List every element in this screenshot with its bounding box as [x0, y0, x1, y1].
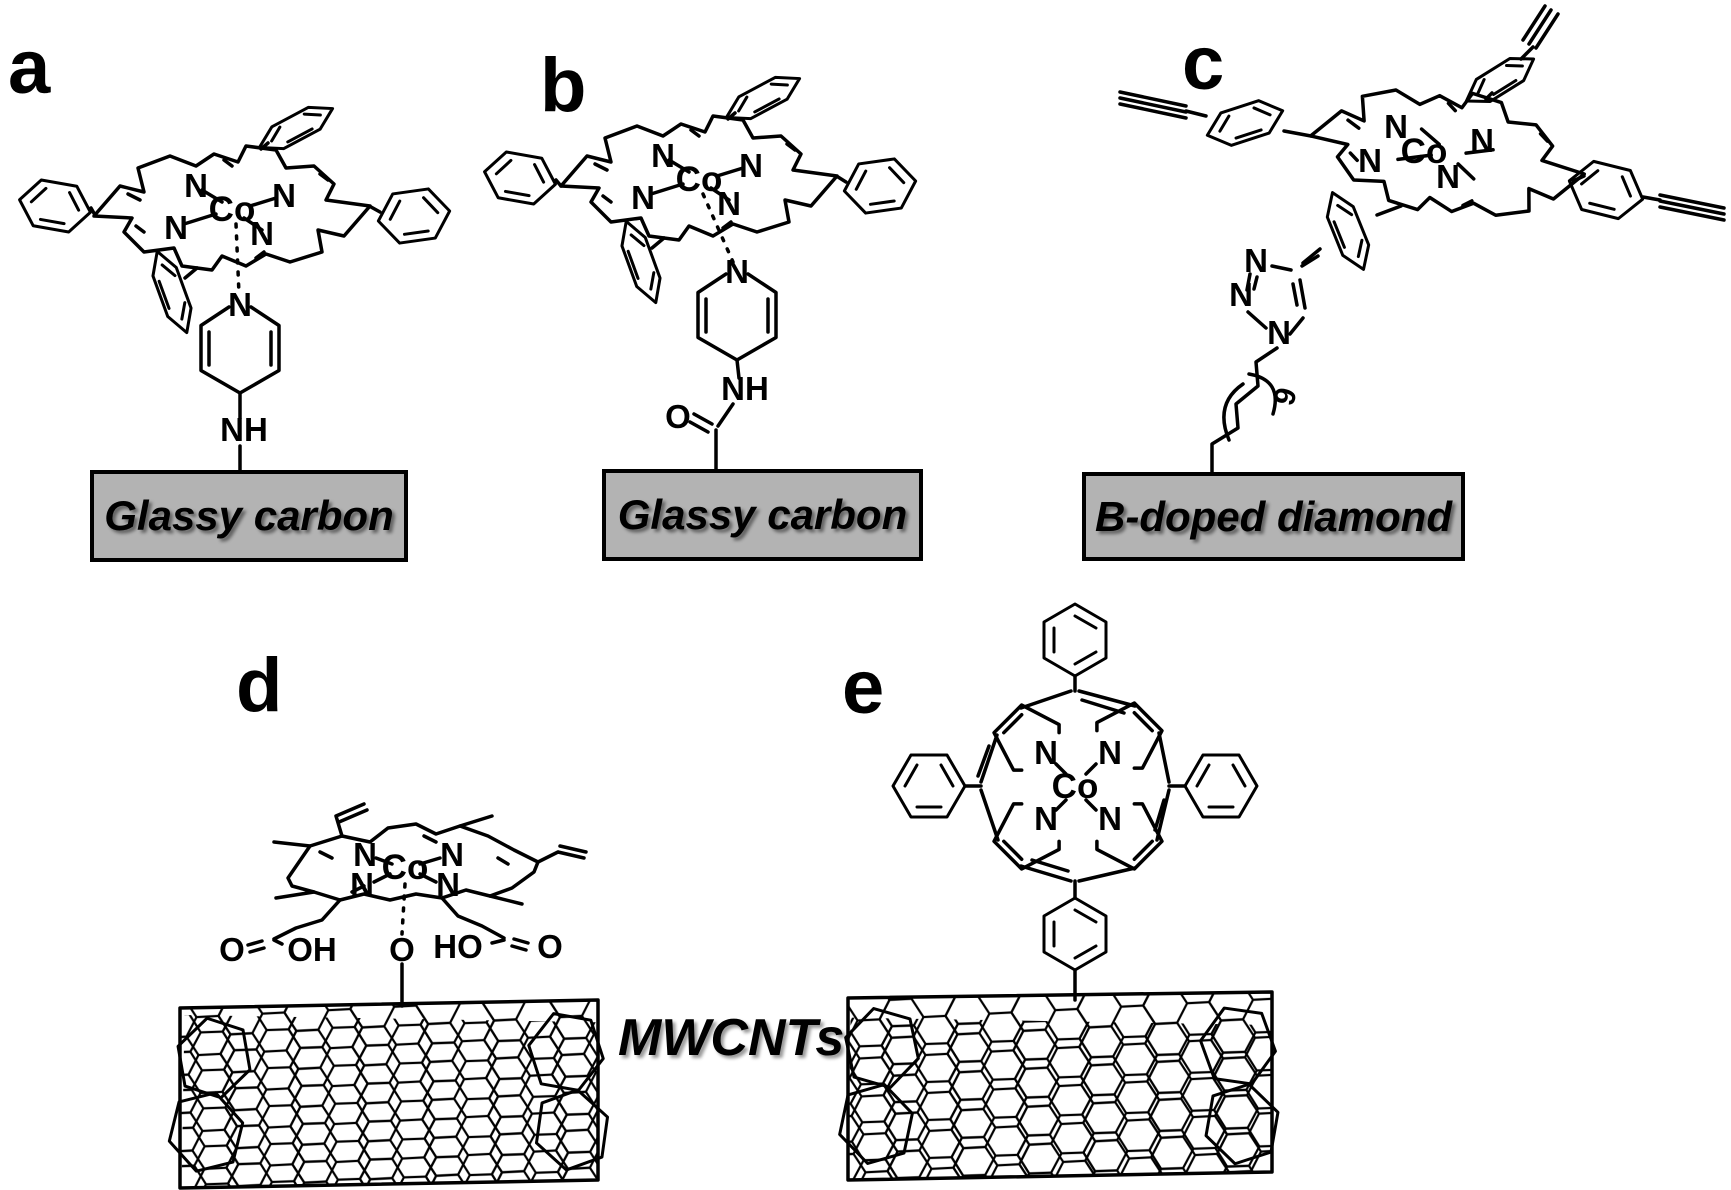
n-label: N	[436, 866, 460, 903]
electrode-box-glassy-carbon-a: Glassy carbon	[90, 470, 408, 562]
panel-e-structure	[828, 602, 1291, 1182]
panel-a-label: a	[8, 25, 51, 110]
panel-d-atoms: N N N N Co O OH HO O O	[219, 836, 563, 968]
chain-repeat-count: 9	[1268, 384, 1304, 409]
phenyl-ring	[1183, 753, 1259, 819]
triazole-n-label: N	[1267, 314, 1291, 351]
carboxyl-oh-label: OH	[287, 931, 337, 968]
phenyl-ring	[252, 96, 340, 160]
nanotube-d	[158, 998, 622, 1190]
n-label: N	[350, 866, 374, 903]
cobalt-label: Co	[676, 160, 723, 199]
carbonyl-o-label: O	[665, 398, 691, 435]
panel-d-structure	[158, 802, 622, 1190]
panel-a-structure	[14, 96, 455, 474]
n-label: N	[1384, 108, 1408, 145]
n-label: N	[1436, 158, 1460, 195]
triple-bond	[1658, 193, 1726, 222]
n-label: N	[1034, 734, 1058, 771]
mwcnt-label: MWCNTs	[618, 1009, 845, 1067]
alkyl-chain	[1210, 346, 1279, 476]
cobalt-label: Co	[382, 848, 429, 887]
n-label: N	[717, 185, 741, 222]
electrode-label: B-doped diamond	[1095, 492, 1452, 540]
electrode-label: Glassy carbon	[104, 492, 394, 539]
n-label: N	[1358, 142, 1382, 179]
carboxyl-o-label: O	[537, 928, 563, 965]
propionic-acid-left	[246, 898, 342, 954]
phenyl-ring	[143, 245, 201, 339]
phenyl-ring	[839, 154, 921, 218]
panel-b-atoms: N N N N Co N NH O	[631, 137, 769, 435]
nanotube-e	[828, 990, 1291, 1182]
n-label: N	[651, 137, 675, 174]
electrode-box-glassy-carbon-b: Glassy carbon	[602, 469, 923, 561]
triazole-n-label: N	[1229, 276, 1253, 313]
n-label: N	[631, 179, 655, 216]
panel-c-label: c	[1182, 21, 1225, 106]
phenyl-ring	[373, 184, 455, 248]
phenylene-ring	[1317, 185, 1379, 277]
ethynylphenyl-ring	[1561, 155, 1651, 225]
vinyl-group	[536, 844, 588, 864]
n-label: N	[739, 147, 763, 184]
panel-b-structure	[479, 66, 921, 473]
nh-label: NH	[220, 411, 268, 448]
electrode-label: Glassy carbon	[617, 491, 908, 538]
phenyl-ring	[1042, 602, 1108, 678]
phenyl-ring	[479, 147, 561, 209]
electrode-box-b-doped-diamond: B-doped diamond	[1082, 472, 1465, 561]
co-label: N	[250, 215, 274, 252]
panel-c-structure	[1118, 4, 1726, 476]
phenyl-ring	[14, 175, 96, 237]
panel-e-atoms: N N N N Co	[1034, 734, 1122, 837]
n-label: N	[184, 167, 208, 204]
propionic-acid-right	[440, 896, 530, 952]
repeat-parentheses	[1222, 372, 1277, 442]
carbonyl-double-bond	[688, 412, 714, 434]
panel-d-label: d	[236, 643, 283, 728]
panel-e-label: e	[842, 645, 885, 730]
cobalt-label: Co	[1401, 132, 1448, 171]
triazole-ring	[1245, 254, 1320, 336]
triple-bond	[1521, 4, 1560, 50]
n-co-bonds	[1054, 762, 1098, 812]
meso-bonds	[976, 689, 1171, 883]
phenylene-ring	[1042, 896, 1108, 972]
phenyl-ring	[891, 753, 967, 819]
axial-coordination-bond	[701, 192, 735, 264]
n-label: N	[1098, 734, 1122, 771]
n-label: N	[272, 177, 296, 214]
n-label: N	[1098, 800, 1122, 837]
carboxyl-o-label: O	[219, 931, 245, 968]
axial-coordination-bond	[234, 222, 241, 296]
phenyl-ring	[612, 215, 670, 309]
nanotube-outline	[846, 990, 1274, 1182]
cobalt-label: Co	[209, 190, 256, 229]
panel-b-label: b	[540, 43, 587, 128]
nh-label: NH	[721, 370, 769, 407]
pyridine-n-label: N	[228, 286, 252, 323]
triazole-n-label: N	[1244, 242, 1268, 279]
cobalt-label: Co	[1052, 767, 1099, 806]
phenyl-ring	[719, 66, 807, 130]
pyridine-n-label: N	[725, 253, 749, 290]
n-label: N	[1470, 122, 1494, 159]
triple-bond	[1118, 90, 1188, 120]
vinyl-group	[334, 802, 369, 838]
n-label: N	[1034, 800, 1058, 837]
methyl-groups	[272, 814, 524, 906]
axial-coordination-bond	[400, 882, 407, 936]
carboxyl-ho-label: HO	[433, 928, 483, 965]
axial-o-label: O	[389, 931, 415, 968]
nanotube-outline	[178, 998, 600, 1190]
panel-c-atoms: N N N N Co N N N 9	[1229, 108, 1494, 409]
n-label: N	[164, 209, 188, 246]
panel-a-atoms: N N N N Co N NH	[164, 167, 296, 448]
porphyrin-macrocycle	[286, 822, 540, 902]
n-label: N	[353, 836, 377, 873]
n-label: N	[440, 836, 464, 873]
